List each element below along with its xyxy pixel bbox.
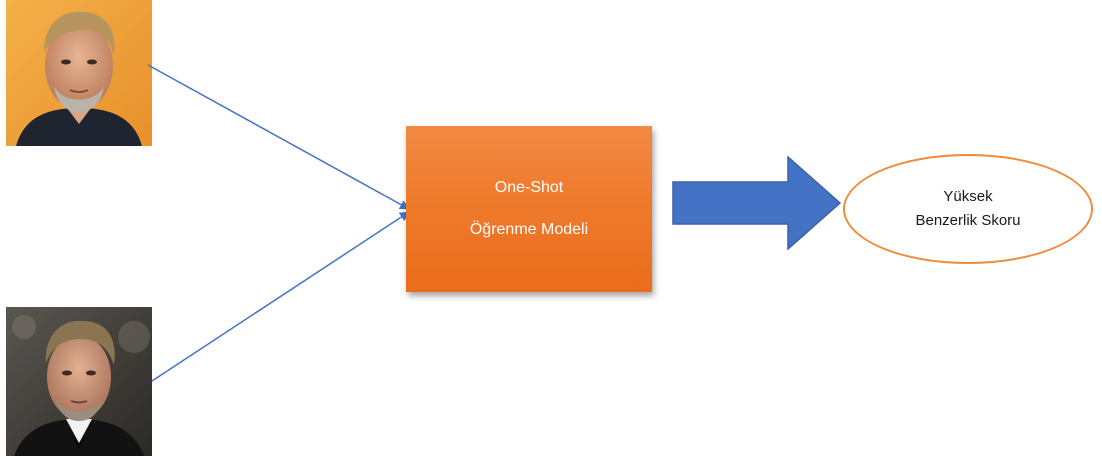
portrait-image-top (6, 0, 152, 146)
connector-top-to-model (147, 64, 410, 210)
input-photo-top (6, 0, 152, 146)
model-box-subtitle: Öğrenme Modeli (469, 221, 589, 238)
model-box-title: One-Shot (494, 179, 564, 196)
model-box: One-Shot Öğrenme Modeli (406, 126, 652, 292)
score-label-line1: Yüksek (943, 188, 993, 205)
input-photo-bottom (6, 307, 152, 456)
block-arrow-right (672, 156, 842, 250)
similarity-score-ellipse: Yüksek Benzerlik Skoru (843, 154, 1093, 264)
score-label-line2: Benzerlik Skoru (915, 212, 1021, 229)
connector-bottom-to-model (151, 211, 410, 382)
portrait-image-bottom (6, 307, 152, 456)
